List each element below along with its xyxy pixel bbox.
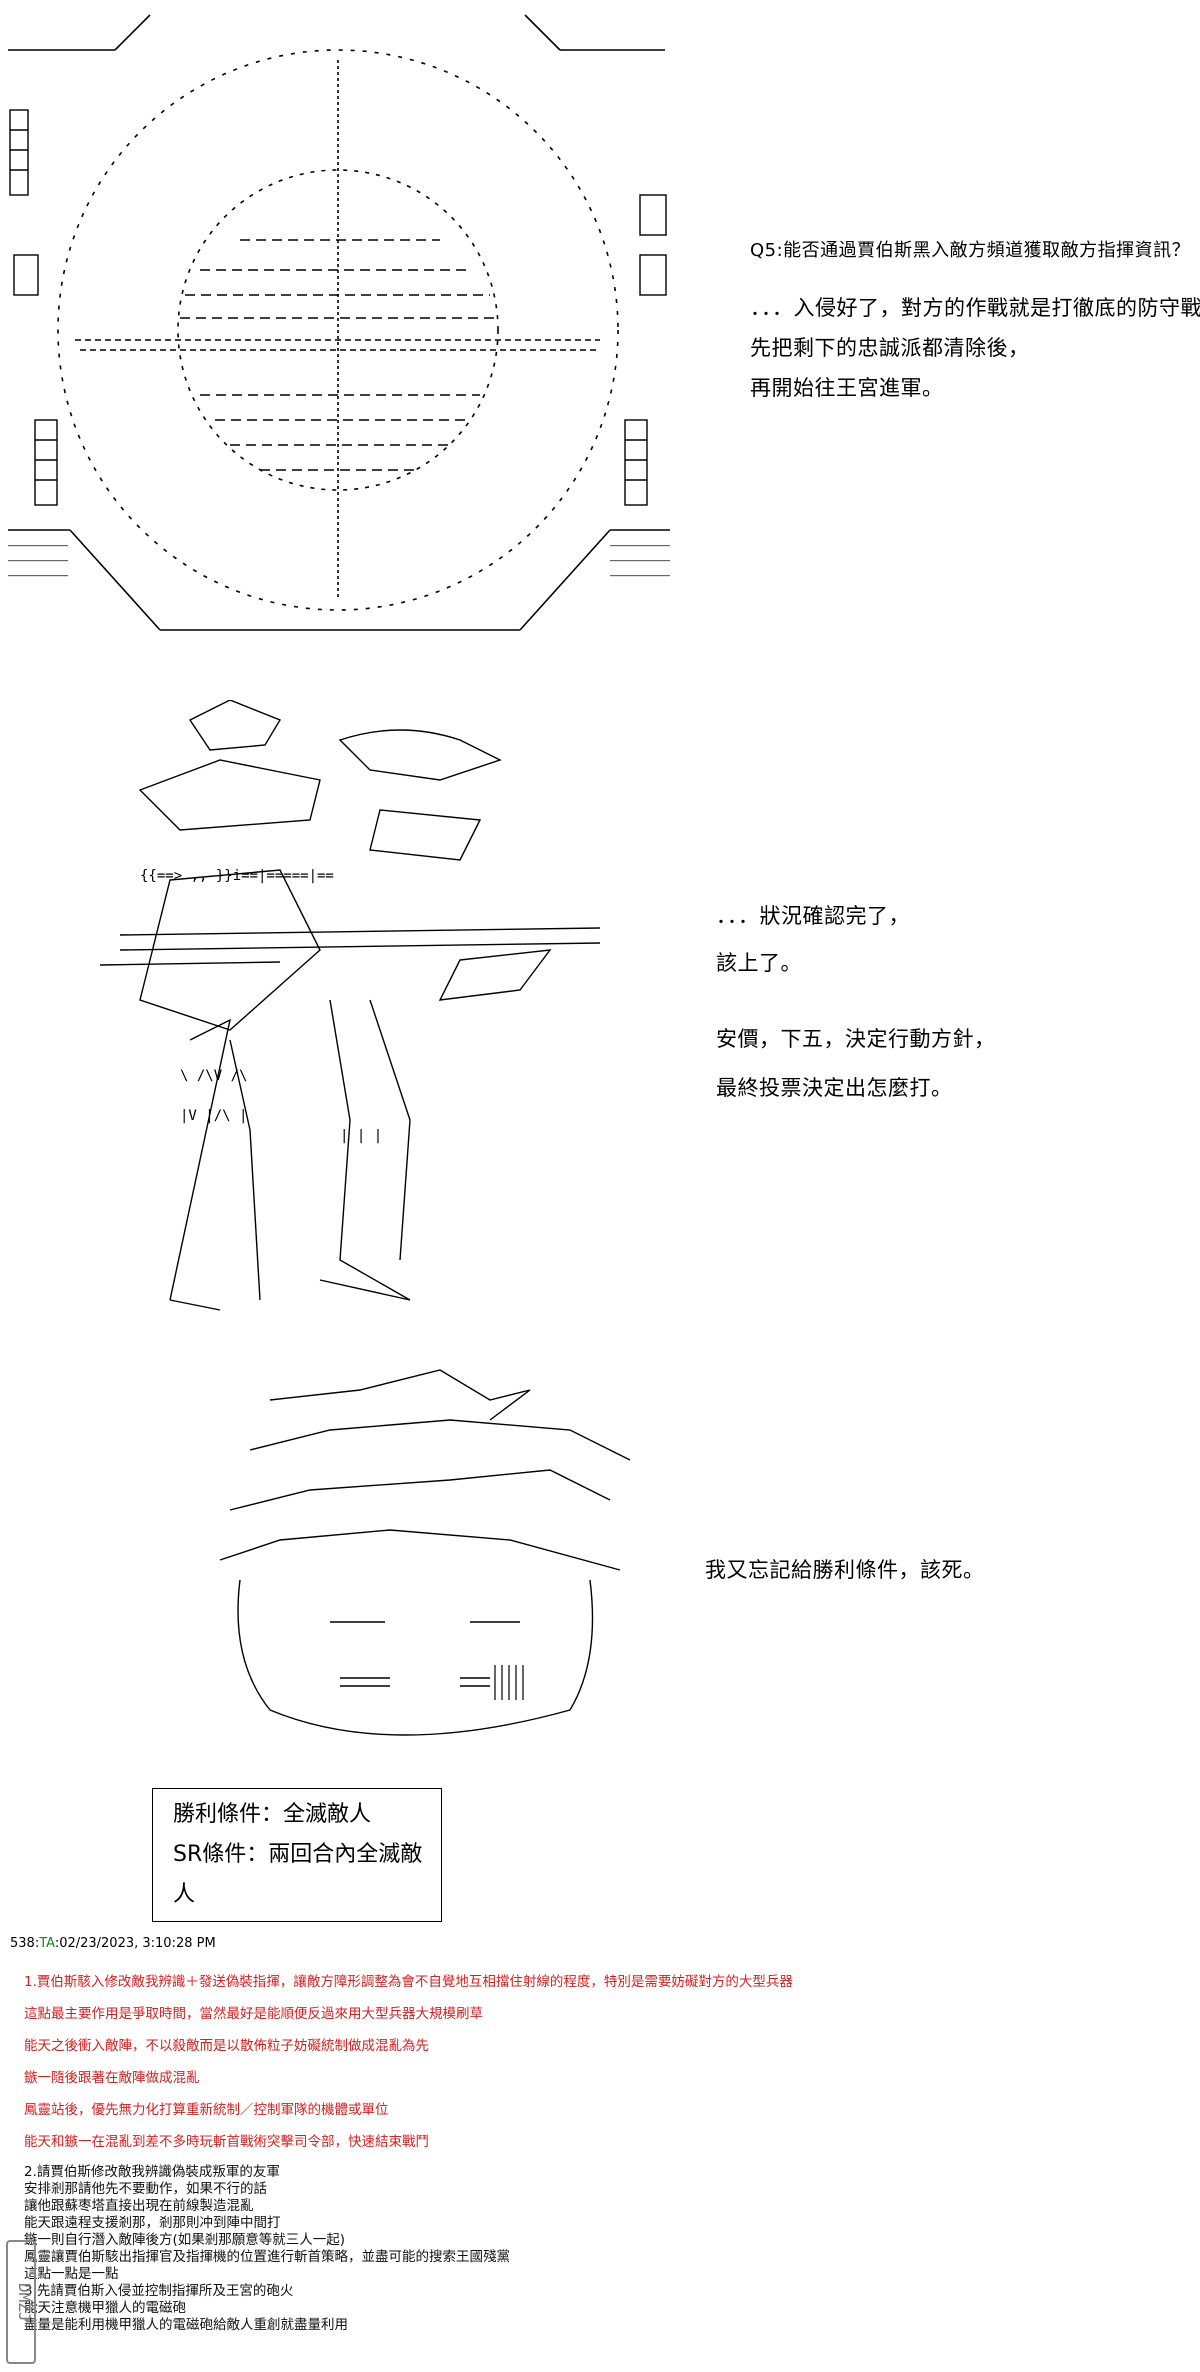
black-line-8: 3.先請賈伯斯入侵並控制指揮所及王宮的砲火: [24, 2283, 294, 2299]
red-line-3: 能天之後衝入敵陣，不以殺敵而是以散佈粒子妨礙統制做成混亂為先: [24, 2038, 429, 2054]
black-line-1: 2.請賈伯斯修改敵我辨識偽裝成叛軍的友軍: [24, 2164, 280, 2180]
scene3-line: 我又忘記給勝利條件，該死。: [705, 1558, 985, 1582]
svg-text:{{==> ,, }}i==|=====|==: {{==> ,, }}i==|=====|==: [140, 868, 334, 884]
scene2-line-2: 該上了。: [716, 951, 802, 975]
post-header: 538:TA:02/23/2023, 3:10:28 PM: [10, 1936, 216, 1951]
svg-text:\ /\V /\: \ /\V /\: [180, 1068, 247, 1084]
black-line-7: 這點一點是一點: [24, 2266, 119, 2282]
mech-ascii-art: {{==> ,, }}i==|=====|== \ /\V /\ |V |/\ …: [80, 700, 640, 1320]
black-line-3: 讓他跟蘇枣塔直接出現在前線製造混亂: [24, 2198, 254, 2214]
red-line-1: 1.賈伯斯駭入修改敵我辨識＋發送偽裝指揮，讓敵方障形調整為會不自覺地互相擋住射線…: [24, 1974, 793, 1990]
svg-text:|V |/\ |: |V |/\ |: [180, 1108, 247, 1124]
sr-condition: SR條件：兩回合內全滅敵人: [173, 1842, 423, 1907]
red-line-6: 能天和鏃一在混亂到差不多時玩斬首戰術突擊司令部，快速結束戰鬥: [24, 2134, 429, 2150]
face-ascii-art: [190, 1360, 660, 1740]
scene2-line-3: 安價，下五，決定行動方針，: [716, 1027, 996, 1051]
win-condition: 勝利條件：全滅敵人: [173, 1802, 372, 1827]
black-line-9: 能天注意機甲獵人的電磁砲: [24, 2300, 186, 2316]
svg-text:| | |: | | |: [340, 1128, 382, 1144]
black-line-5: 鏃一則自行潛入敵陣後方(如果剎那願意等就三人一起): [24, 2232, 346, 2248]
red-line-5: 鳳靈站後，優先無力化打算重新統制／控制軍隊的機體或單位: [24, 2102, 389, 2118]
black-line-4: 能天跟遠程支援剎那，剎那則冲到陣中間打: [24, 2215, 281, 2231]
black-line-6: 鳳靈讓賈伯斯駭出指揮官及指揮機的位置進行斬首策略，並盡可能的搜索王國殘黨: [24, 2249, 510, 2265]
red-line-2: 這點最主要作用是爭取時間，當然最好是能順便反過來用大型兵器大規模刷草: [24, 2006, 483, 2022]
black-line-10: 盡量是能利用機甲獵人的電磁砲給敵人重創就盡量利用: [24, 2317, 348, 2333]
scene2-line-1: ．．．狀況確認完了，: [716, 904, 910, 928]
scene1-line-3: 再開始往王宮進軍。: [750, 376, 944, 400]
scope-ascii-art: [0, 0, 680, 650]
scene2-line-4: 最終投票決定出怎麼打。: [716, 1076, 953, 1100]
site-watermark: DMZJ: [6, 2240, 36, 2364]
post-date: :02/23/2023, 3:10:28 PM: [54, 1936, 216, 1951]
victory-conditions-box: 勝利條件：全滅敵人 SR條件：兩回合內全滅敵人: [152, 1788, 442, 1922]
red-line-4: 鏃一隨後跟著在敵陣做成混亂: [24, 2070, 200, 2086]
scene1-line-1: ．．．入侵好了，對方的作戰就是打徹底的防守戰，: [750, 296, 1200, 320]
black-line-2: 安排剎那請他先不要動作，如果不行的話: [24, 2181, 267, 2197]
scene1-line-2: 先把剩下的忠誠派都清除後，: [750, 336, 1030, 360]
post-number: 538:: [10, 1936, 40, 1951]
question-q5: Q5:能否通過賈伯斯黑入敵方頻道獲取敵方指揮資訊？: [750, 240, 1191, 261]
poster-name[interactable]: TA: [39, 1936, 55, 1951]
